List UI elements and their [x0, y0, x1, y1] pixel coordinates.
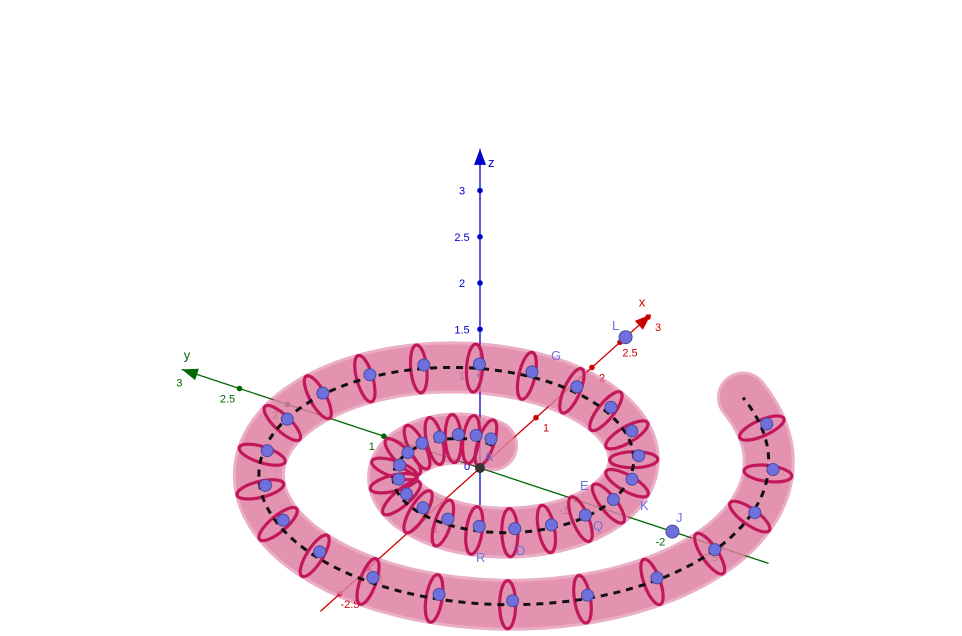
curve-point[interactable]: [625, 472, 639, 486]
z-axis-tick-label: 1.5: [454, 324, 469, 336]
curve-point[interactable]: [570, 380, 584, 394]
free-point[interactable]: [618, 330, 633, 345]
curve-point[interactable]: [469, 428, 483, 442]
z-axis-tick-label: 3: [459, 186, 465, 198]
curve-point[interactable]: [363, 368, 377, 382]
x-axis-tick-label: 2: [599, 372, 605, 384]
curve-point[interactable]: [441, 512, 455, 526]
spiral-torus-layer: [232, 341, 795, 631]
curve-point[interactable]: [401, 446, 415, 460]
curve-point[interactable]: [393, 458, 407, 472]
axes-front-layer: [475, 330, 680, 539]
y-axis-tick-label: 3: [176, 378, 182, 390]
curve-point[interactable]: [748, 506, 762, 520]
curve-point[interactable]: [472, 357, 486, 371]
point-label: J: [676, 510, 683, 525]
curve-point[interactable]: [415, 436, 429, 450]
curve-point[interactable]: [544, 518, 558, 532]
y-axis-name: y: [184, 347, 191, 362]
spiral-centre-curve: [257, 365, 771, 607]
z-axis-name: z: [488, 155, 495, 170]
curve-point[interactable]: [508, 522, 522, 536]
point-label: D: [516, 543, 525, 558]
curve-point[interactable]: [766, 462, 780, 476]
curve-point[interactable]: [484, 432, 498, 446]
y-axis-tick-label: -2: [656, 537, 666, 549]
point-label: G: [551, 348, 561, 363]
free-point[interactable]: [665, 524, 680, 539]
y-axis-tick: [236, 385, 243, 392]
curve-point[interactable]: [433, 430, 447, 444]
x-axis-name: x: [639, 295, 646, 310]
curve-point[interactable]: [366, 570, 380, 584]
cross-section-ring: [588, 390, 624, 433]
y-axis-tick-label: 1: [369, 441, 375, 453]
z-axis-tick-label: 2.5: [454, 232, 469, 244]
point-label: K: [640, 498, 649, 513]
curve-point[interactable]: [280, 412, 294, 426]
curve-point[interactable]: [472, 519, 486, 533]
z-axis-tick: [477, 233, 483, 240]
x-axis-tick: [645, 314, 651, 320]
z-axis-tick: [477, 187, 483, 194]
curve-point[interactable]: [604, 400, 618, 414]
curve-point[interactable]: [606, 493, 620, 507]
z-axis-arrow: [474, 148, 486, 165]
curve-point[interactable]: [578, 508, 592, 522]
x-axis-tick-label: 3: [655, 322, 661, 334]
curve-point[interactable]: [580, 588, 594, 602]
point-label: L: [612, 318, 619, 333]
curve-point[interactable]: [417, 358, 431, 372]
curve-point[interactable]: [399, 487, 413, 501]
curve-point[interactable]: [416, 501, 430, 515]
point-label: E: [580, 478, 589, 493]
z-axis-tick-label: 2: [459, 278, 465, 290]
point-label: Q: [593, 518, 603, 533]
curve-point[interactable]: [525, 365, 539, 379]
curve-point[interactable]: [258, 478, 272, 492]
curve-point[interactable]: [432, 587, 446, 601]
origin-point[interactable]: [475, 463, 485, 473]
point-labels-layer: A E K J L G Q R D: [476, 318, 683, 565]
curve-point[interactable]: [451, 428, 465, 442]
curve-point[interactable]: [506, 594, 520, 608]
curve-point[interactable]: [260, 444, 274, 458]
x-axis-tick-label: 2.5: [622, 347, 637, 359]
point-label: R: [476, 550, 485, 565]
x-axis-tick-label: -2.5: [341, 599, 360, 611]
origin-label: 0: [464, 461, 470, 473]
x-axis-tick: [533, 414, 539, 421]
point-label: A: [484, 449, 493, 464]
y-axis-tick-label: 2.5: [220, 394, 235, 406]
curve-point[interactable]: [316, 386, 330, 400]
curve-point[interactable]: [313, 545, 327, 559]
curve-point[interactable]: [760, 417, 774, 431]
y-axis-tick: [381, 433, 387, 440]
z-axis-tick: [477, 326, 483, 333]
curve-point[interactable]: [650, 571, 664, 585]
curve-point[interactable]: [392, 472, 406, 486]
x-axis-tick-label: 1: [543, 423, 549, 435]
curve-point[interactable]: [276, 513, 290, 527]
z-axis-tick: [477, 280, 483, 286]
curve-point[interactable]: [708, 543, 722, 557]
y-axis-tick: [188, 369, 195, 376]
cross-section-ring: [298, 533, 331, 579]
curve-point[interactable]: [625, 424, 639, 438]
x-axis-tick: [589, 364, 595, 371]
curve-point[interactable]: [632, 449, 646, 463]
